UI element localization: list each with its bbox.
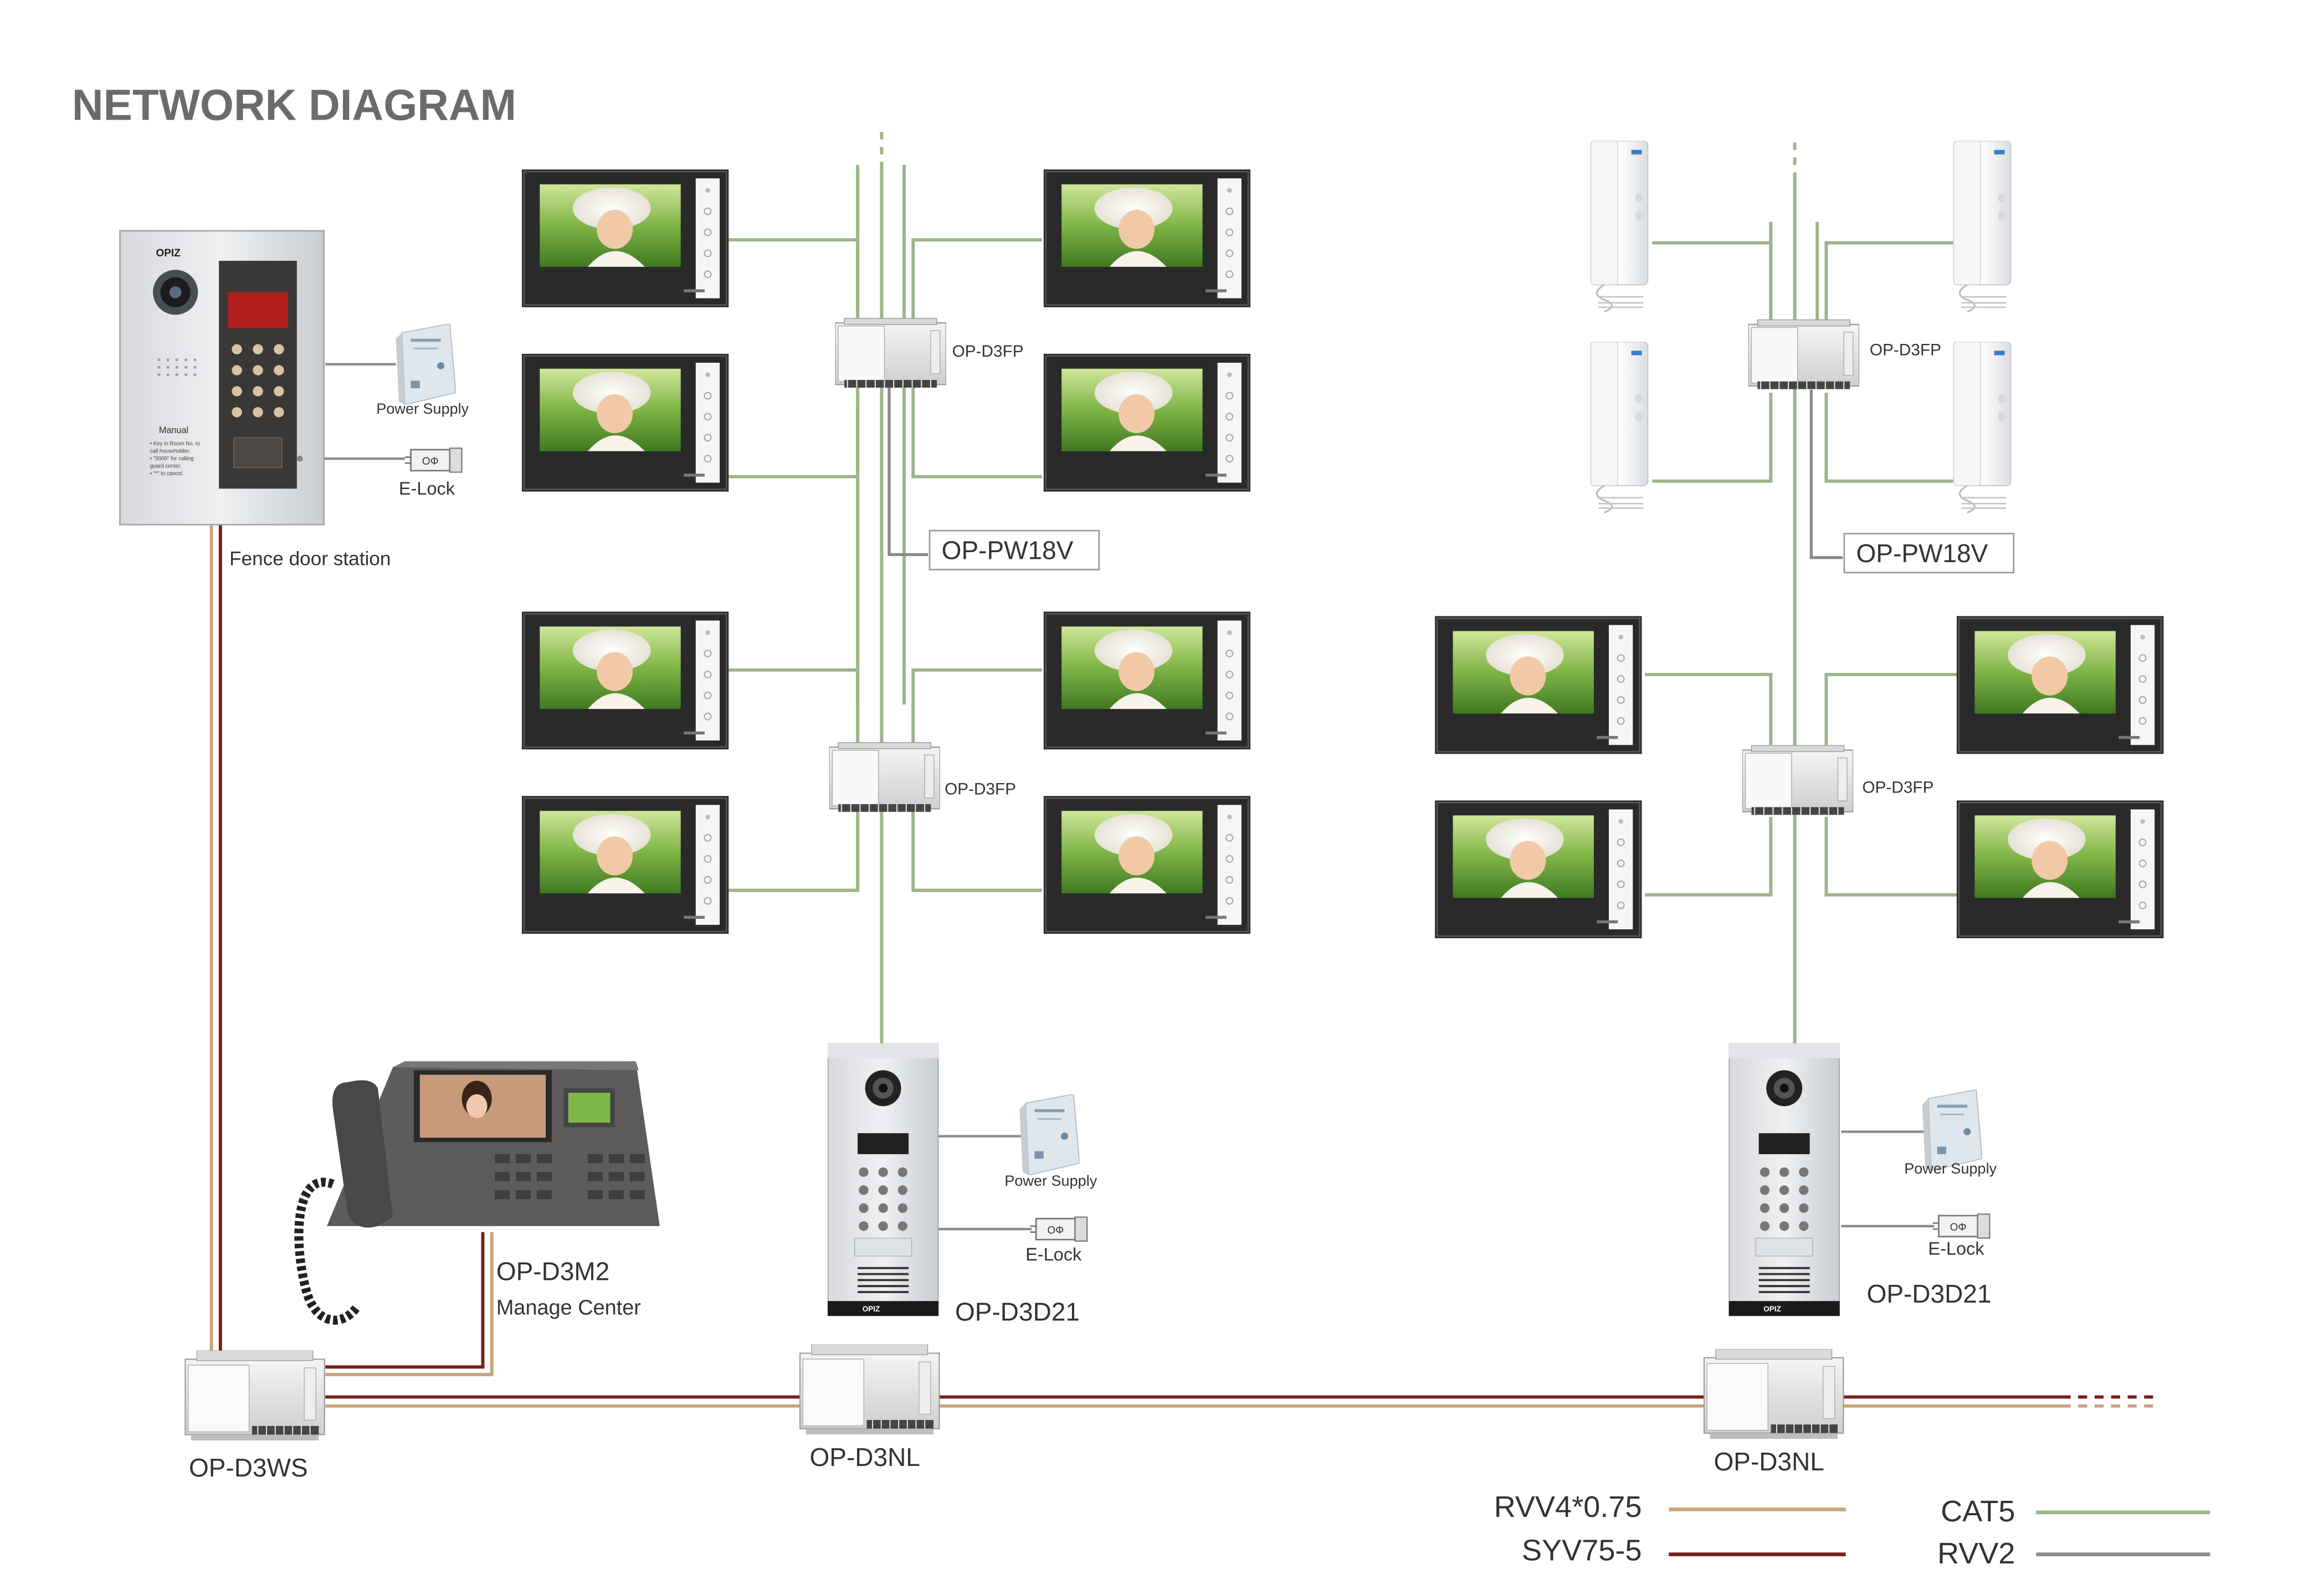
fence-station-label: Fence door station [229,548,391,569]
d3fp-label: OP-D3FP [945,780,1016,798]
manual-line: call householder. [150,448,191,454]
legend-item: RVV2 [1937,1537,2210,1570]
manual-title: Manual [159,425,188,435]
legend-name: CAT5 [1941,1495,2015,1528]
video-monitor [1043,353,1251,492]
audio-handset [1589,141,1649,313]
apartment-door-station [1728,1043,1840,1316]
manual-line: guard center. [150,463,182,469]
video-monitor [1043,611,1251,750]
video-monitor [521,796,729,934]
video-monitor [1956,800,2164,939]
brand-logo: OPIZ [156,248,181,259]
legend: RVV4*0.75 SYV75-5 CAT5 RVV2 [1494,1490,2210,1570]
elock-device [1932,1213,1990,1239]
elock-label: E-Lock [1025,1244,1082,1264]
manual-line: • "0000" for calling [150,456,194,462]
legend-name: RVV2 [1937,1537,2015,1570]
distributor-box [829,742,940,813]
pw18v-label: OP-PW18V [1856,539,1988,568]
d3nl-box [1703,1349,1844,1439]
power-supply-label: Power Supply [1904,1160,1997,1177]
video-monitor [1435,800,1642,939]
audio-handset [1952,342,2012,514]
video-monitor [1043,796,1251,934]
legend-item: SYV75-5 [1522,1534,1846,1567]
manual-line: • Key in Room No. to [150,441,201,447]
distributor-box [835,317,946,389]
elock-label: E-Lock [399,478,455,498]
d3fp-label: OP-D3FP [952,342,1024,361]
fence-manual: Manual • Key in Room No. to call househo… [150,425,201,477]
power-supply-label: Power Supply [376,400,469,417]
pw18v-box [928,529,1100,570]
audio-handset [1952,141,2012,313]
video-monitor [521,611,729,750]
video-monitor [521,353,729,492]
d3nl-box [799,1344,940,1435]
d3fp-label: OP-D3FP [1862,779,1933,797]
audio-handset [1589,342,1649,514]
d3d21-label: OP-D3D21 [1867,1279,1992,1308]
legend-name: RVV4*0.75 [1494,1490,1642,1524]
distributor-box [1742,745,1854,816]
d3m2-label: OP-D3M2 [496,1257,609,1285]
manage-center-label: Manage Center [496,1296,641,1320]
d3ws-box [184,1350,326,1440]
d3ws-label: OP-D3WS [189,1453,308,1482]
video-monitor [1043,169,1251,307]
pw18v-box [1843,533,2015,574]
power-supply-unit [1019,1094,1080,1175]
video-monitor [1956,616,2164,754]
brand-logo: OPIZ [863,1305,880,1313]
power-supply-label: Power Supply [1004,1172,1097,1189]
pw18v-label: OP-PW18V [942,536,1074,565]
manual-line: • "*" to cancel. [150,471,184,477]
fence-door-station [119,230,325,526]
manage-center-console [294,1061,660,1325]
d3nl-label: OP-D3NL [1714,1447,1824,1476]
diagram-title: NETWORK DIAGRAM [72,81,516,130]
legend-name: SYV75-5 [1522,1534,1642,1567]
video-monitor [521,169,729,307]
legend-item: RVV4*0.75 [1494,1490,1846,1524]
brand-logo: OPIZ [1763,1305,1781,1313]
power-supply-unit [1922,1089,1982,1171]
legend-item: CAT5 [1941,1495,2210,1528]
distributor-box [1748,319,1860,390]
apartment-door-station [827,1043,939,1316]
d3d21-label: OP-D3D21 [955,1297,1080,1326]
d3nl-label: OP-D3NL [810,1443,920,1471]
cat5-right-riser [1645,142,1958,1049]
d3fp-label: OP-D3FP [1870,341,1941,359]
video-monitor [1435,616,1642,754]
power-supply-unit [396,323,456,405]
elock-device [404,447,463,473]
cat5-left-riser [729,132,1043,1049]
elock-label: E-Lock [1928,1238,1985,1258]
elock-device [1030,1216,1088,1242]
